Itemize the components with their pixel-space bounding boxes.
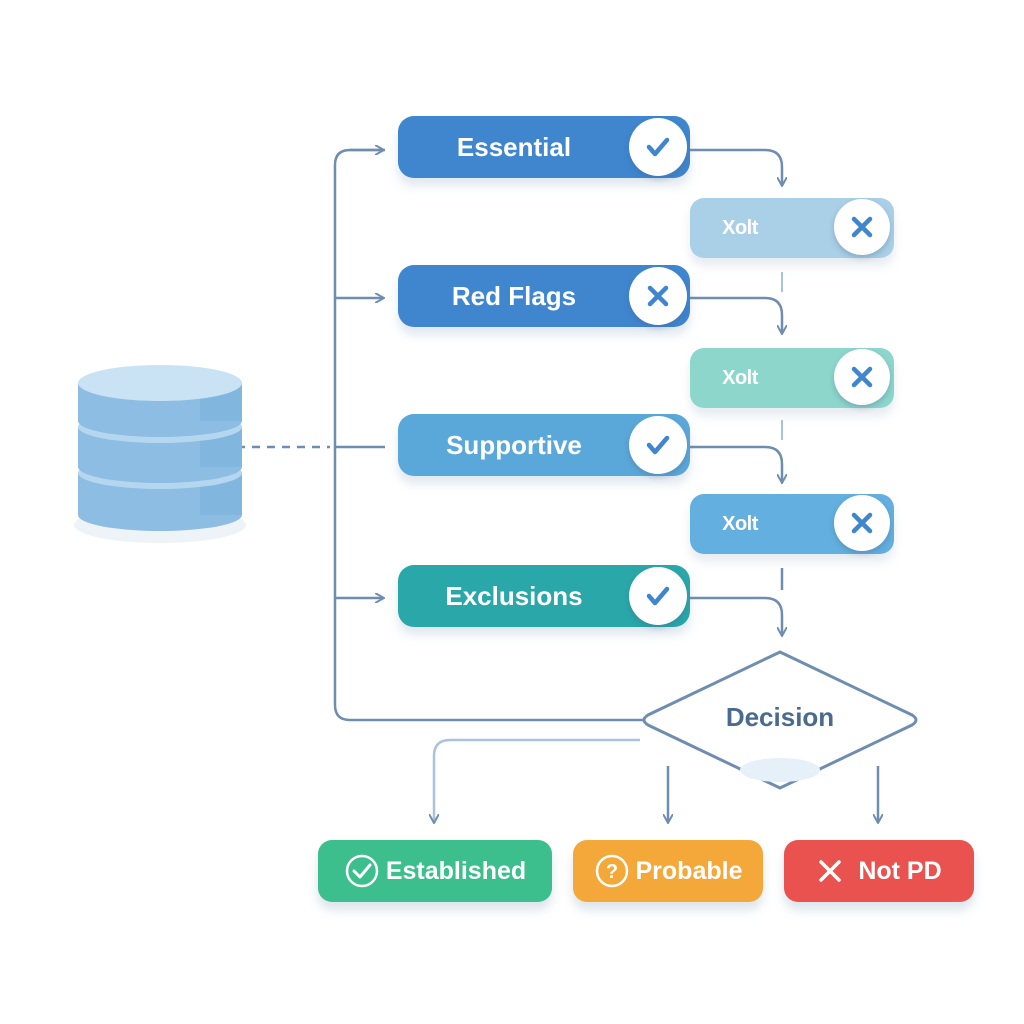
cross-icon [629, 267, 687, 325]
outcome-label: Probable [635, 856, 743, 885]
criterion-red-flags[interactable]: Red Flags [398, 265, 690, 327]
check-icon [629, 416, 687, 474]
sub-result-label: Xolt [722, 217, 758, 239]
sub-result-3[interactable]: Xolt [690, 494, 894, 554]
criterion-supportive[interactable]: Supportive [398, 414, 690, 476]
outcome-label: Established [385, 856, 527, 885]
step-2-connector [690, 296, 782, 333]
database-icon [74, 365, 246, 543]
criterion-label: Red Flags [451, 281, 577, 311]
decision-diamond [642, 650, 918, 790]
criterion-exclusions[interactable]: Exclusions [398, 565, 690, 627]
decision-label: Decision [725, 702, 835, 732]
outcome-probable[interactable]: ? Probable [573, 840, 763, 902]
check-icon [629, 567, 687, 625]
criterion-essential[interactable]: Essential [398, 116, 690, 178]
sub-result-label: Xolt [722, 513, 758, 535]
criterion-label: Essential [456, 132, 572, 162]
svg-text:?: ? [605, 861, 617, 883]
question-circle-icon: ? [594, 853, 630, 889]
sub-result-label: Xolt [722, 367, 758, 389]
check-icon [629, 118, 687, 176]
trunk-line [333, 148, 650, 722]
cross-icon [834, 199, 890, 255]
sub-result-2[interactable]: Xolt [690, 348, 894, 408]
branch-established [434, 738, 640, 822]
x-mark-icon [816, 857, 844, 885]
outcome-not-pd[interactable]: Not PD [784, 840, 974, 902]
sub-result-1[interactable]: Xolt [690, 198, 894, 258]
step-3-connector [690, 445, 782, 482]
criterion-label: Supportive [446, 430, 582, 460]
step-1-connector [690, 148, 782, 185]
outcome-label: Not PD [858, 856, 942, 885]
decision-glow [740, 758, 820, 782]
criterion-label: Exclusions [445, 581, 583, 611]
cross-icon [834, 349, 890, 405]
step-4-connector [690, 596, 782, 635]
outcome-established[interactable]: Established [318, 840, 552, 902]
check-circle-icon [344, 853, 380, 889]
cross-icon [834, 495, 890, 551]
